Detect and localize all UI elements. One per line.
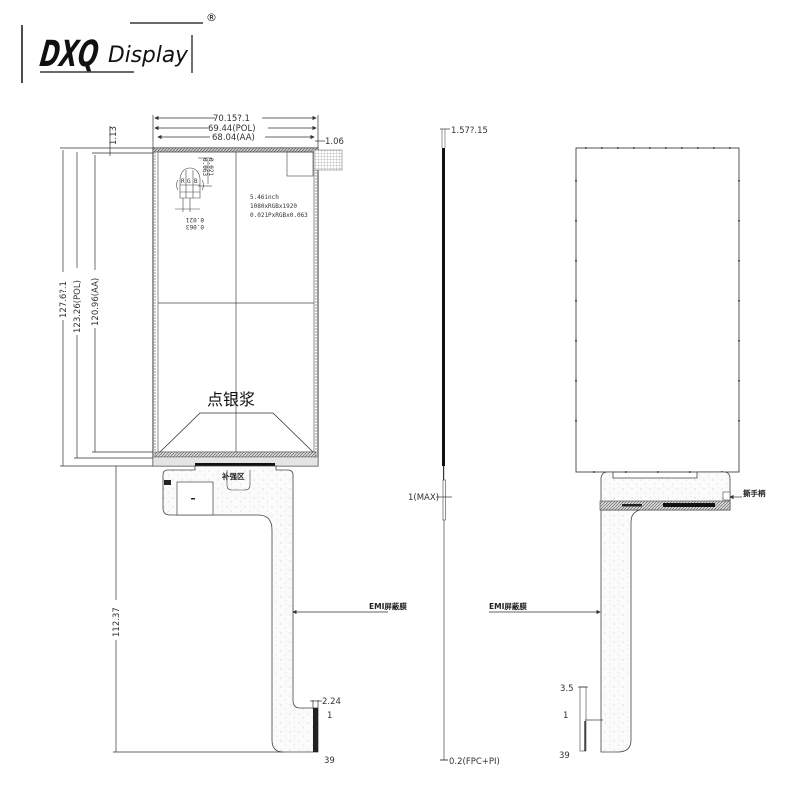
dim-thickness: 1.57?.15 [451, 126, 488, 136]
back-strip-mark-2 [663, 503, 715, 507]
back-fpc-head [600, 471, 731, 511]
pixel-label-b: B [194, 178, 198, 185]
pin-last: 39 [324, 756, 335, 766]
corner-mark [286, 151, 314, 177]
dim-top-offset: 1.13 [109, 126, 119, 145]
module-profile [442, 148, 445, 466]
back-pin-last: 39 [559, 751, 570, 761]
dim-tail: 3.5 [560, 684, 574, 694]
dim-fpc-max: 1(MAX) [408, 493, 439, 503]
dim-fpc-length: 112.37 [112, 607, 122, 637]
pull-tab [722, 491, 731, 501]
stiffener-area [226, 470, 251, 491]
dim-aa-width: 68.04(AA) [212, 133, 255, 143]
logo-brand: DXQ [37, 32, 101, 75]
pixel-label-g: G [187, 178, 191, 185]
driver-ic [195, 463, 275, 466]
back-panel-outline [575, 147, 740, 473]
spec-size: 5.46inch [250, 194, 279, 201]
registered-mark: ® [206, 11, 217, 24]
panel-bottom-band [154, 451, 317, 458]
back-fpc-tail [600, 509, 641, 753]
dim-pol-height: 123.26(POL) [73, 280, 83, 333]
pixel-dim-h1: 0.021 [186, 216, 204, 223]
pixel-label-r: R [181, 178, 185, 185]
fpc-bend-start [443, 466, 445, 482]
dim-aa-height: 120.96(AA) [91, 278, 101, 326]
dim-pol-width: 69.44(POL) [208, 124, 256, 134]
pin-pitch-dimension [310, 700, 322, 708]
brand-logo: DXQ Display ® [21, 11, 217, 83]
emi-label: EMI屏蔽膜 [369, 601, 407, 611]
front-view: 70.15?.1 69.44(POL) 68.04(AA) 1.06 1.13 … [59, 114, 407, 766]
pin-first: 1 [327, 711, 332, 721]
pixel-detail [175, 157, 212, 212]
dim-outline-width: 70.15?.1 [213, 114, 250, 124]
fpc-gold-fingers [313, 708, 318, 752]
pull-tab-label: 撕手柄 [743, 488, 766, 498]
panel-outline [152, 147, 319, 467]
fpc-length-dimension [113, 466, 283, 753]
pixel-dim-h2: 0.063 [186, 223, 204, 230]
back-pin-first: 1 [563, 711, 568, 721]
height-dimensions [60, 150, 160, 467]
pixel-dim-v1: 0.063 [201, 158, 208, 176]
spec-resolution: 1080xRGBx1920 [250, 203, 297, 210]
logo-product: Display [108, 43, 189, 68]
back-emi-label: EMI屏蔽膜 [489, 601, 527, 611]
back-view: 撕手柄 3.5 1 39 EMI屏蔽膜 [489, 147, 766, 761]
dim-fpc-pi: 0.2(FPC+PI) [449, 757, 500, 767]
fpc-mark [191, 498, 195, 500]
dim-outline-height: 127.6?.1 [59, 281, 69, 318]
side-view: 1.57?.15 1(MAX) 0.2(FPC+PI) [408, 126, 500, 767]
corner-grid [313, 149, 343, 171]
back-panel-ticks [575, 147, 740, 473]
silver-paste-region [159, 412, 314, 453]
fpc-cable [162, 465, 319, 753]
spec-pixel-pitch: 0.021PxRGBx0.063 [250, 212, 308, 219]
stiffener-profile [442, 479, 446, 521]
silver-paste-label: 点银浆 [207, 390, 255, 409]
width-dimensions [60, 115, 325, 156]
back-strip-mark-1 [622, 504, 642, 507]
fpc-small-component [164, 480, 171, 485]
stiffener-label: 补强区 [221, 471, 245, 481]
dim-right-offset: 1.06 [325, 137, 344, 147]
pixel-dim-v2: 0.021 [207, 158, 214, 176]
dim-pin-pitch: 2.24 [322, 697, 341, 707]
